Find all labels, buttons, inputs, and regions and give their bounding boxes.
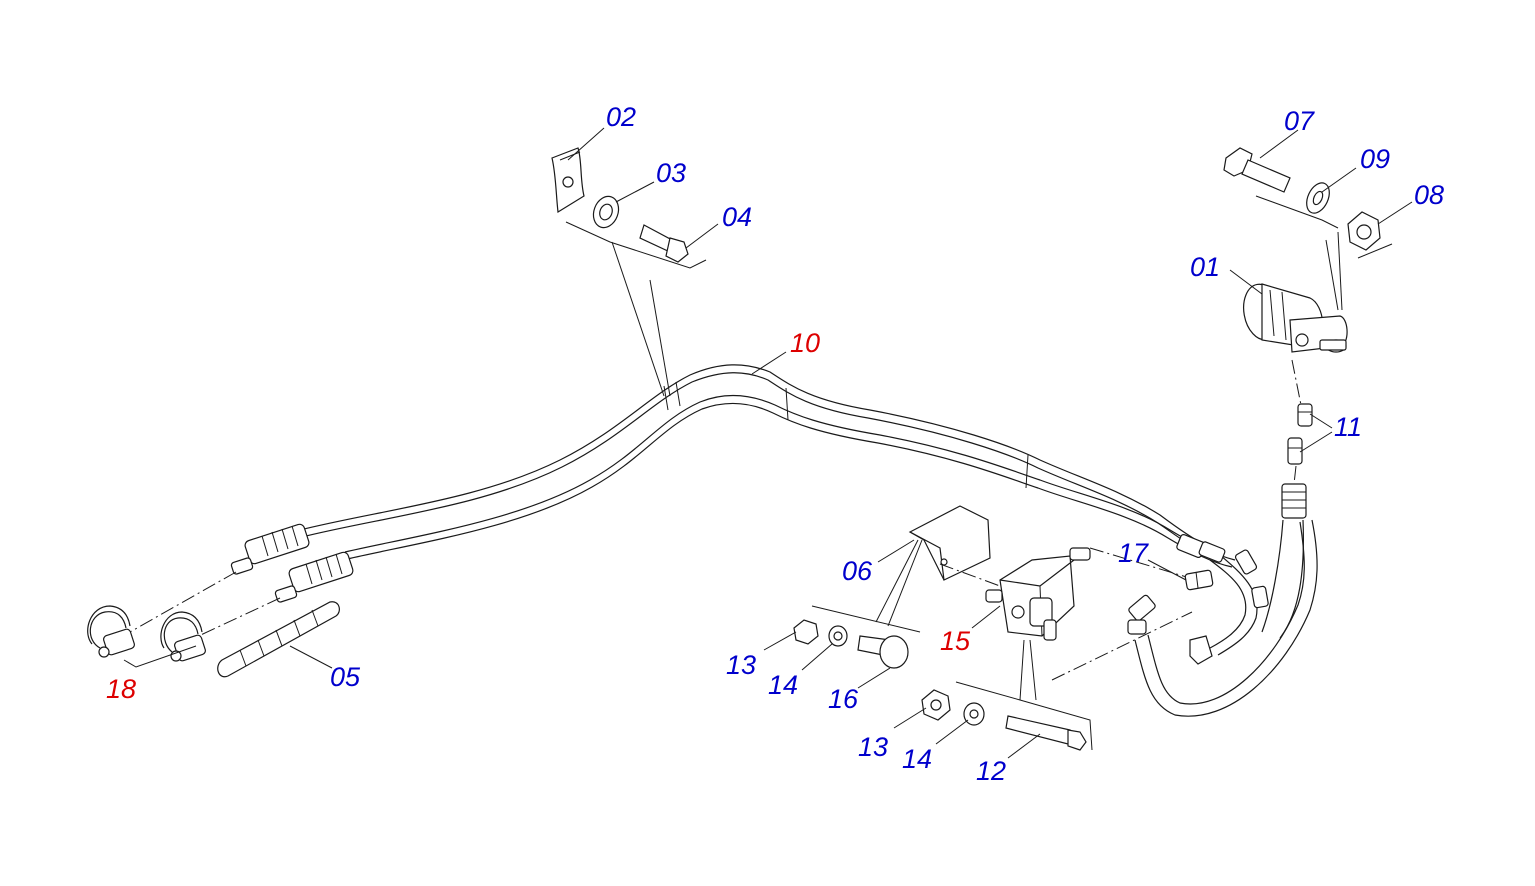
nut-13-lower <box>921 689 951 721</box>
fitting-hose-end <box>1127 594 1156 635</box>
leader-line <box>1325 239 1339 311</box>
bracket-frame <box>955 681 1093 751</box>
hydraulic-motor <box>1243 283 1348 353</box>
clamp-bracket <box>551 147 585 214</box>
callout-18: 18 <box>106 674 136 704</box>
hose-upper-b <box>301 372 1207 556</box>
callout-05: 05 <box>330 662 361 692</box>
washer-14-upper <box>828 625 848 647</box>
callout-04: 04 <box>722 202 752 232</box>
hose-band <box>663 385 669 411</box>
callout-11: 11 <box>1334 412 1362 442</box>
bracket-06 <box>908 505 991 581</box>
hose-band <box>675 381 681 407</box>
axis-line <box>1293 465 1297 485</box>
hose-return-a <box>1134 519 1318 717</box>
hose-motor-a <box>1261 519 1284 633</box>
bracket-frame <box>1357 243 1393 259</box>
callout-14-lower: 14 <box>902 744 932 774</box>
leader-line <box>649 279 671 397</box>
hose-lower-b <box>346 402 1233 568</box>
leader-line <box>887 539 923 627</box>
axis-line <box>1291 359 1303 411</box>
callout-13-lower: 13 <box>858 732 888 762</box>
callout-12: 12 <box>976 756 1006 786</box>
bracket-frame <box>811 605 921 633</box>
bolt-07 <box>1223 147 1291 193</box>
callout-09: 09 <box>1360 144 1390 174</box>
callout-16: 16 <box>828 684 859 714</box>
dust-cap-left <box>87 605 135 658</box>
callout-14-upper: 14 <box>768 670 798 700</box>
leader-18 <box>123 645 197 668</box>
hose-assembly <box>299 364 1318 717</box>
callout-02: 02 <box>606 102 636 132</box>
callout-13-upper: 13 <box>726 650 756 680</box>
axis-line <box>189 597 281 641</box>
callout-labels: 01 02 03 04 05 06 07 08 09 10 11 12 13 1… <box>106 102 1444 786</box>
nut-08 <box>1347 211 1381 251</box>
callout-01: 01 <box>1190 252 1220 282</box>
axis-line <box>1089 547 1191 579</box>
hose-lower-a <box>344 394 1236 561</box>
callout-17: 17 <box>1118 538 1149 568</box>
washer-14-lower <box>963 702 985 726</box>
leader-line <box>1019 639 1025 701</box>
bolt-04 <box>639 224 689 263</box>
leader-line <box>1337 231 1343 311</box>
hose-protection-sleeve <box>217 601 340 678</box>
axis-line <box>129 571 237 633</box>
callout-08: 08 <box>1414 180 1444 210</box>
axis-line <box>1051 611 1193 681</box>
callout-leaders <box>289 127 1413 759</box>
leader-line <box>1029 639 1037 701</box>
nut-13-upper <box>793 619 819 645</box>
hose-valve-a <box>1209 559 1247 649</box>
fitting-11-lower <box>1287 437 1303 465</box>
callout-03: 03 <box>656 158 686 188</box>
hose-fittings-right <box>1176 483 1307 609</box>
valve-15 <box>985 547 1091 641</box>
fitting-11-upper <box>1297 403 1313 427</box>
callout-10: 10 <box>790 328 820 358</box>
leader-line <box>875 539 919 623</box>
washer-09 <box>1306 182 1330 214</box>
hose-upper-a <box>299 364 1211 549</box>
quick-coupler-upper <box>230 523 310 575</box>
hose-band <box>1025 454 1029 489</box>
hose-valve-b <box>1217 554 1258 656</box>
bracket-frame <box>1255 195 1339 229</box>
bolt-16 <box>857 635 909 669</box>
axis-line <box>939 563 1001 587</box>
hose-return-b <box>1147 521 1305 705</box>
fitting-17b <box>1189 635 1213 665</box>
callout-06: 06 <box>842 556 873 586</box>
callout-07: 07 <box>1284 106 1315 136</box>
callout-15: 15 <box>940 626 971 656</box>
bolt-12 <box>1005 715 1087 751</box>
leader-line <box>611 241 665 397</box>
washer-03 <box>592 195 620 229</box>
bracket-frame <box>565 221 707 269</box>
hose-band <box>785 387 789 421</box>
dust-cap-right <box>160 611 206 662</box>
hose-motor-b <box>1279 519 1304 639</box>
quick-coupler-lower <box>274 551 354 603</box>
fitting-17a <box>1184 569 1214 591</box>
